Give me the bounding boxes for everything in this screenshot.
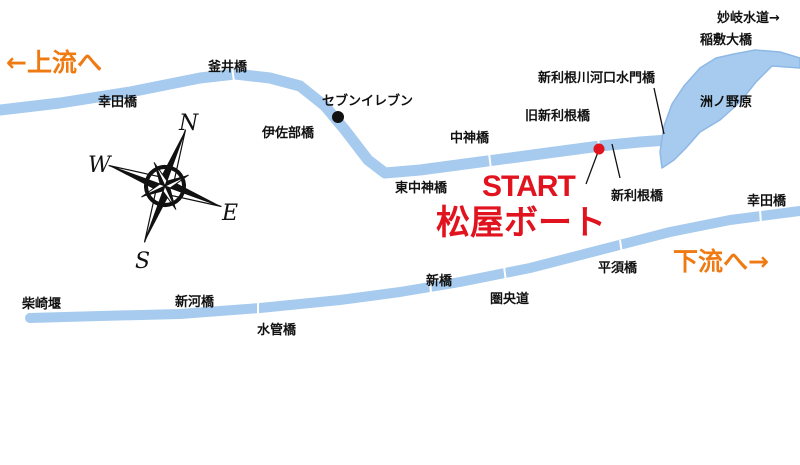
label-shintone-bridge: 新利根橋	[611, 189, 664, 204]
compass-w: W	[88, 153, 113, 178]
label-kamai-bridge: 釜井橋	[208, 60, 248, 75]
label-inashiki-bridge: 稲敷大橋	[700, 33, 753, 48]
leader-start	[585, 151, 599, 185]
black-dot-icon	[332, 111, 344, 123]
bridge-mark-ken-o	[503, 265, 507, 283]
label-shibasaki-weir: 柴崎堰	[22, 297, 62, 312]
upper-river	[0, 68, 674, 179]
label-sunoya: 洲ノ野原	[700, 95, 753, 110]
label-kakou-suimon-bridge: 新利根川河口水門橋	[538, 71, 656, 86]
bridge-mark-nakagami	[488, 152, 492, 170]
start-label: START	[482, 170, 576, 203]
shop-name: 松屋ボート	[436, 203, 606, 243]
lake	[659, 49, 800, 169]
myogi-channel-label: 妙岐水道→	[717, 11, 780, 26]
label-isabe-bridge: 伊佐部橋	[262, 126, 315, 141]
label-koda-bridge-upper: 幸田橋	[98, 95, 138, 110]
leader-kakou-suimon	[653, 87, 665, 135]
label-koda-bridge-lower: 幸田橋	[747, 194, 787, 209]
bridge-mark-shin	[429, 279, 432, 295]
label-shinkawa-bridge: 新河橋	[175, 295, 215, 310]
leader-shintone-bridge	[611, 143, 621, 179]
compass-e: E	[221, 201, 238, 226]
label-higashi-nakagami-bridge: 東中神橋	[395, 181, 448, 196]
label-nakagami-bridge: 中神橋	[450, 131, 490, 146]
bridge-mark-hirasu	[619, 239, 623, 255]
label-shin-bridge: 新橋	[426, 274, 453, 289]
bridge-mark-kamai	[231, 65, 235, 83]
downstream-label: 下流へ→	[673, 247, 769, 276]
label-kyu-shintone-bridge: 旧新利根橋	[525, 109, 591, 124]
bridge-mark-koda-lower	[759, 209, 762, 225]
upstream-label: ←上流へ	[6, 48, 102, 77]
compass-rose-icon: N E S W	[88, 111, 238, 274]
label-ken-o-expressway: 圏央道	[490, 292, 530, 307]
label-hirasu-bridge: 平須橋	[598, 261, 638, 276]
compass-s: S	[135, 249, 150, 274]
red-dot-icon	[593, 143, 605, 155]
label-seven-eleven: セブンイレブン	[322, 94, 414, 109]
label-suikan-bridge: 水管橋	[257, 323, 297, 338]
compass-n: N	[178, 111, 199, 136]
